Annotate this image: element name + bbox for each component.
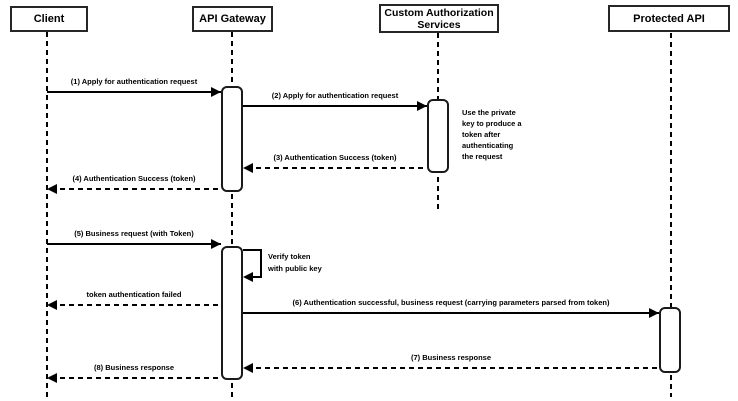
actor-protected-api: Protected API <box>608 5 730 32</box>
message-token-failed-line <box>51 304 221 306</box>
self-message-loop-top <box>243 249 262 251</box>
actor-custom-authorization-services-label: Custom Authorization Services <box>384 6 494 31</box>
activation-api-gateway-auth <box>221 86 243 192</box>
message-5-line <box>47 243 221 245</box>
self-message-loop-right <box>260 249 262 278</box>
message-token-failed-arrowhead-icon <box>47 300 57 310</box>
message-2-line <box>243 105 427 107</box>
message-4-line <box>51 188 221 190</box>
actor-client: Client <box>10 6 88 32</box>
message-1-label: (1) Apply for authentication request <box>70 77 198 86</box>
actor-protected-api-label: Protected API <box>633 12 705 25</box>
message-3-line <box>247 167 427 169</box>
actor-api-gateway: API Gateway <box>192 6 273 32</box>
activation-custom-authorization-services <box>427 99 449 173</box>
lifeline-protected-api <box>670 33 672 397</box>
message-7-label: (7) Business response <box>410 353 492 362</box>
lifeline-client <box>46 32 48 397</box>
message-8-label: (8) Business response <box>93 363 175 372</box>
message-token-failed-label: token authentication failed <box>86 290 182 299</box>
message-8-line <box>51 377 221 379</box>
self-message-loop-bottom <box>249 276 262 278</box>
message-2-arrowhead-icon <box>417 101 427 111</box>
message-8-arrowhead-icon <box>47 373 57 383</box>
message-3-arrowhead-icon <box>243 163 253 173</box>
activation-api-gateway-business <box>221 246 243 380</box>
message-6-arrowhead-icon <box>649 308 659 318</box>
message-3-label: (3) Authentication Success (token) <box>273 153 397 162</box>
message-1-line <box>47 91 221 93</box>
message-5-arrowhead-icon <box>211 239 221 249</box>
message-7-line <box>247 367 659 369</box>
message-6-line <box>243 312 659 314</box>
message-5-label: (5) Business request (with Token) <box>74 229 194 238</box>
message-6-label: (6) Authentication successful, business … <box>292 298 610 307</box>
self-message-arrowhead-icon <box>243 272 253 282</box>
note-private-key: Use the private key to produce a token a… <box>462 108 522 161</box>
actor-custom-authorization-services: Custom Authorization Services <box>379 4 499 33</box>
actor-client-label: Client <box>33 13 65 25</box>
message-1-arrowhead-icon <box>211 87 221 97</box>
message-4-label: (4) Authentication Success (token) <box>72 174 196 183</box>
actor-api-gateway-label: API Gateway <box>199 13 266 25</box>
message-4-arrowhead-icon <box>47 184 57 194</box>
message-7-arrowhead-icon <box>243 363 253 373</box>
activation-protected-api <box>659 307 681 373</box>
message-2-label: (2) Apply for authentication request <box>271 91 399 100</box>
self-message-label: Verify token with public key <box>268 252 322 273</box>
lifeline-api-gateway <box>231 32 233 397</box>
